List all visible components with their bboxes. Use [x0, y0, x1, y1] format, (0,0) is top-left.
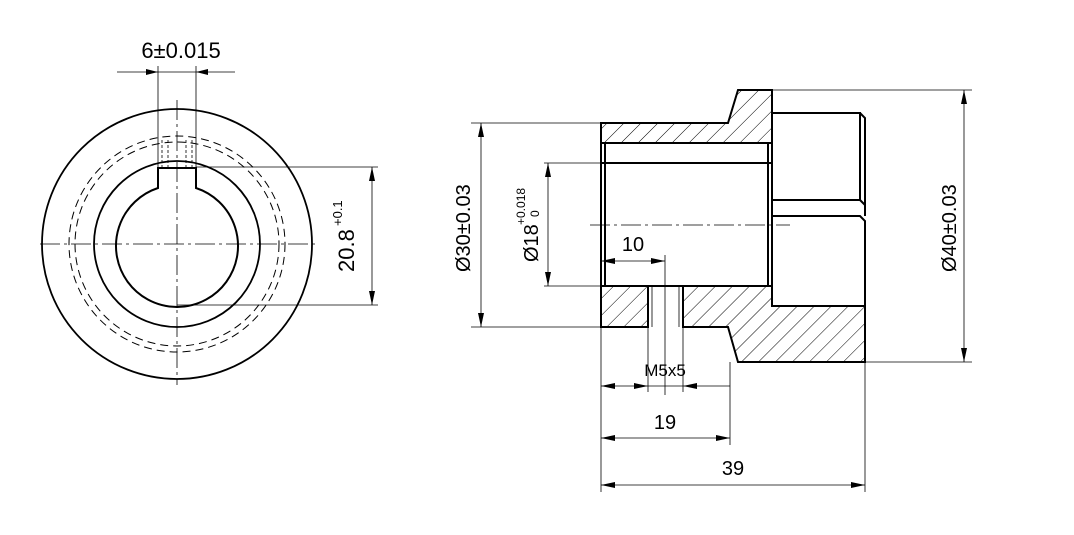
- keyway-depth-tolerance: +0.1: [330, 200, 345, 226]
- arrowhead: [146, 69, 158, 75]
- keyway-depth-label: 20.8: [334, 229, 359, 272]
- bore-tol-lower: 0: [528, 210, 542, 217]
- key-width-label: 6±0.015: [141, 38, 220, 63]
- bore-dia-label-group: Ø18 +0.018 0: [514, 188, 543, 262]
- arrowhead: [369, 291, 375, 305]
- outer-dia-small-label: Ø30±0.03: [453, 184, 475, 272]
- arrowhead: [851, 482, 865, 488]
- arrowhead: [961, 90, 967, 104]
- flange-line: [859, 199, 866, 206]
- arrowhead: [634, 383, 648, 389]
- arrowhead: [196, 69, 208, 75]
- arrowhead: [601, 383, 615, 389]
- arrowhead: [601, 482, 615, 488]
- arrowhead: [716, 435, 730, 441]
- bore-tol-upper: +0.018: [514, 188, 528, 225]
- arrowhead: [601, 258, 615, 264]
- hatched-wall-lower-right: [682, 285, 866, 363]
- flange-outline: [772, 112, 866, 306]
- arrowhead: [478, 313, 484, 327]
- arrowhead: [961, 348, 967, 362]
- hub-length-label: 19: [654, 412, 676, 434]
- bore-with-keyway: [115, 167, 239, 308]
- front-view: [40, 66, 378, 385]
- arrowhead: [601, 435, 615, 441]
- set-screw-offset-label: 10: [622, 234, 644, 256]
- outer-dia-large-label: Ø40±0.03: [939, 184, 961, 272]
- arrowhead: [651, 258, 665, 264]
- section-arrowheads: [478, 90, 967, 488]
- arrowhead: [478, 123, 484, 137]
- total-length-label: 39: [722, 458, 744, 480]
- arrowhead: [545, 272, 551, 286]
- hatched-wall-lower-left: [600, 285, 649, 328]
- arrowhead: [545, 163, 551, 177]
- keyway-depth-label-group: 20.8 +0.1: [330, 200, 359, 272]
- bore-region: [600, 162, 773, 287]
- arrowhead: [369, 167, 375, 181]
- arrowhead: [683, 383, 697, 389]
- hatched-wall-upper: [600, 89, 773, 144]
- bore-dia-label: Ø18: [521, 224, 543, 262]
- thread-label: M5x5: [644, 361, 686, 380]
- section-view: [471, 89, 972, 492]
